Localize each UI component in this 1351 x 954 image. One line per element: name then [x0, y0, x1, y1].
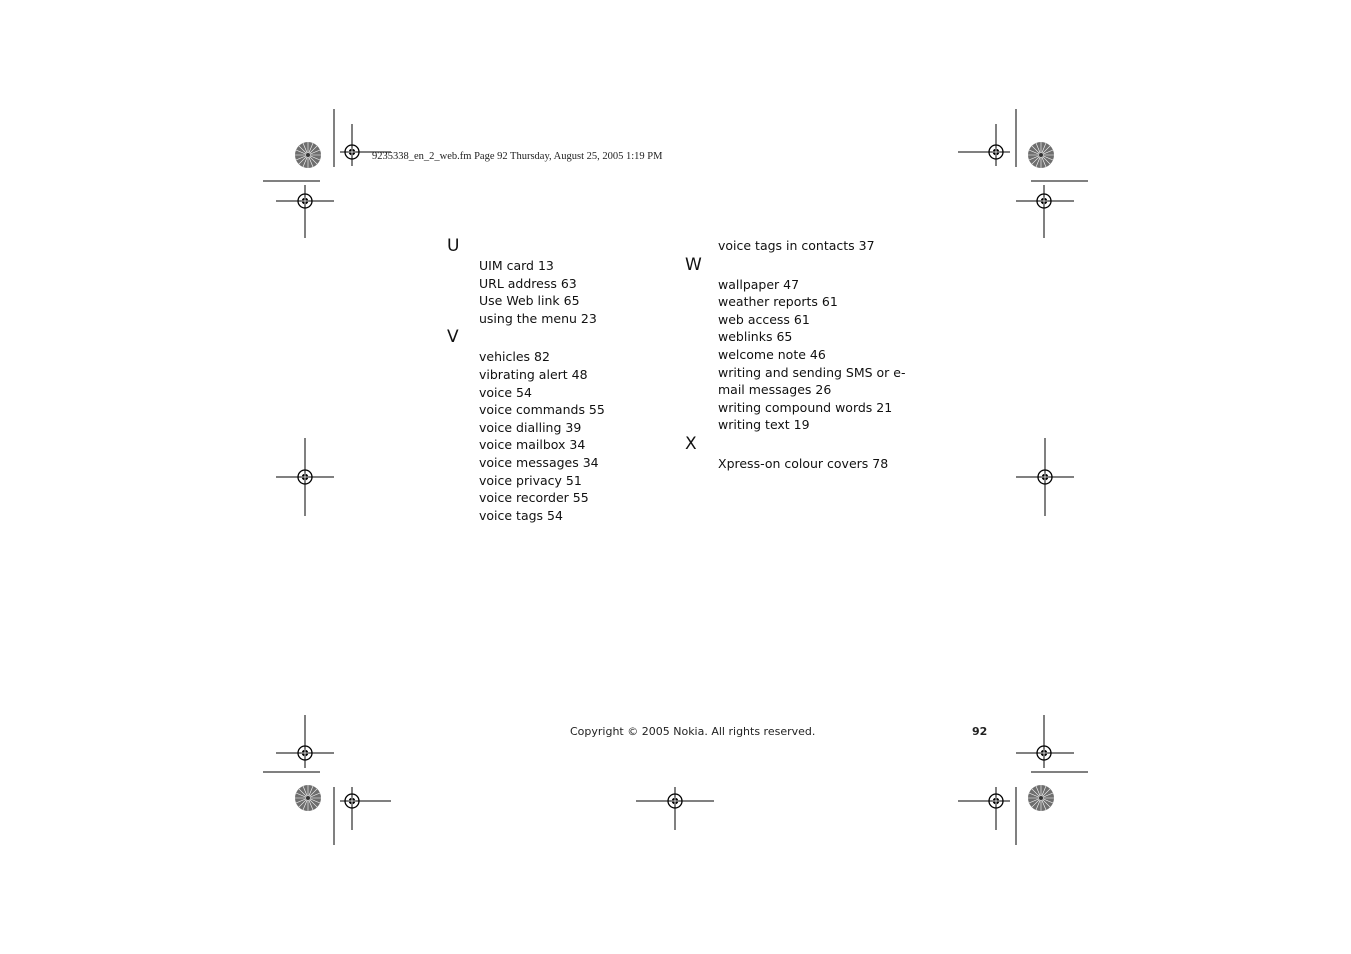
index-entry: welcome note 46	[718, 346, 826, 362]
index-entry: voice messages 34	[479, 454, 599, 470]
index-section: V vehicles 82 vibrating alert 48 voice 5…	[447, 327, 605, 524]
index-entry: UIM card 13	[479, 258, 554, 273]
color-bar-rose-icon	[1027, 784, 1055, 812]
index-entry: web access 61	[718, 311, 810, 327]
index-letter: U	[447, 236, 460, 256]
index-entry: weather reports 61	[718, 294, 838, 310]
index-entry: voice recorder 55	[479, 490, 589, 506]
index-entry: writing compound words 21	[718, 399, 893, 415]
index-entry: URL address 63	[479, 275, 577, 291]
index-letter: W	[685, 254, 702, 275]
crop-mark-middle	[276, 438, 1074, 516]
color-bar-rose-icon	[294, 141, 322, 169]
page-number: 92	[972, 725, 988, 738]
color-bar-rose-icon	[294, 784, 322, 812]
index-section: W wallpaper 47 weather reports 61 web ac…	[685, 255, 905, 434]
index-entry: voice tags 54	[479, 507, 563, 523]
index-entry: vehicles 82	[479, 349, 550, 365]
index-entry-continued: voice tags in contacts 37	[718, 238, 875, 253]
index-section: X Xpress-on colour covers 78	[685, 434, 905, 473]
index-entry: wallpaper 47	[718, 276, 800, 292]
index-entry: using the menu 23	[479, 310, 597, 326]
crop-mark-bottom-left	[263, 715, 391, 845]
color-bar-rose-icon	[1027, 141, 1055, 169]
index-section: U UIM card 13 URL address 63 Use Web lin…	[447, 236, 605, 327]
index-entry: voice dialling 39	[479, 419, 582, 435]
copyright-notice: Copyright © 2005 Nokia. All rights reser…	[570, 725, 816, 738]
index-column-right: voice tags in contacts 37 W wallpaper 47…	[685, 237, 905, 473]
index-letter: X	[685, 433, 697, 454]
index-entry: weblinks 65	[718, 329, 793, 345]
index-entry: Xpress-on colour covers 78	[718, 455, 889, 471]
index-entry: mail messages 26	[718, 382, 832, 398]
index-entry: voice privacy 51	[479, 472, 582, 488]
index-entry: writing and sending SMS or e-	[718, 364, 906, 380]
index-entry: vibrating alert 48	[479, 366, 588, 382]
index-entry: voice commands 55	[479, 402, 605, 418]
crop-mark-top-right	[958, 109, 1088, 238]
index-column-left: U UIM card 13 URL address 63 Use Web lin…	[447, 236, 605, 524]
index-entry: voice 54	[479, 384, 532, 400]
file-slug: 9235338_en_2_web.fm Page 92 Thursday, Au…	[372, 151, 663, 162]
crop-mark-top-left	[263, 109, 391, 238]
index-entry: voice mailbox 34	[479, 437, 586, 453]
index-letter: V	[447, 327, 459, 348]
index-entry: writing text 19	[718, 417, 810, 433]
index-entry: Use Web link 65	[479, 293, 580, 309]
